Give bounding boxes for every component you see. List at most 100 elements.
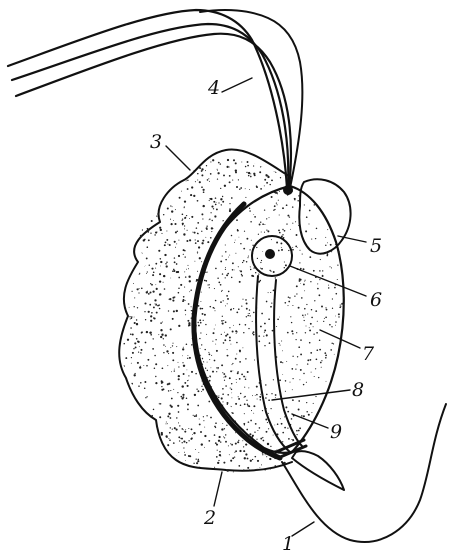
stipple-dot xyxy=(165,334,167,336)
stipple-dot xyxy=(211,386,212,387)
stipple-dot xyxy=(190,407,192,409)
stipple-dot xyxy=(289,287,290,288)
stipple-dot xyxy=(146,257,148,259)
stipple-dot xyxy=(125,432,127,434)
stipple-dot xyxy=(144,463,146,465)
stipple-dot xyxy=(129,418,130,419)
stipple-dot xyxy=(198,246,200,248)
stipple-dot xyxy=(148,311,150,313)
stipple-dot xyxy=(251,240,252,241)
stipple-dot xyxy=(198,155,200,157)
stipple-dot xyxy=(163,275,165,277)
stipple-dot xyxy=(204,277,206,279)
stipple-dot xyxy=(295,368,296,369)
stipple-dot xyxy=(227,355,229,357)
stipple-dot xyxy=(250,460,252,462)
stipple-dot xyxy=(284,230,286,232)
stipple-dot xyxy=(260,467,261,468)
stipple-dot xyxy=(121,403,122,404)
stipple-dot xyxy=(288,301,290,303)
stipple-dot xyxy=(157,305,159,307)
stipple-dot xyxy=(187,188,189,190)
stipple-dot xyxy=(299,453,301,455)
stipple-dot xyxy=(293,221,295,223)
stipple-dot xyxy=(214,313,216,315)
stipple-dot xyxy=(184,431,186,433)
stipple-dot xyxy=(119,240,121,242)
stipple-dot xyxy=(261,260,262,261)
stipple-dot xyxy=(274,154,276,156)
stipple-dot xyxy=(279,363,280,364)
stipple-dot xyxy=(296,434,297,435)
stipple-dot xyxy=(210,417,212,419)
stipple-dot xyxy=(234,456,235,457)
stipple-dot xyxy=(280,249,281,250)
stipple-dot xyxy=(298,258,300,260)
stipple-dot xyxy=(241,374,243,376)
stipple-dot xyxy=(327,229,328,230)
stipple-dot xyxy=(172,300,174,302)
stipple-dot xyxy=(114,307,116,309)
stipple-dot xyxy=(115,362,116,363)
stipple-dot xyxy=(209,181,210,182)
stipple-dot xyxy=(264,185,265,186)
stipple-dot xyxy=(210,173,212,175)
stipple-dot xyxy=(298,400,300,402)
stipple-dot xyxy=(335,316,336,317)
stipple-dot xyxy=(254,207,256,209)
stipple-dot xyxy=(159,293,161,295)
stipple-dot xyxy=(175,209,176,210)
stipple-dot xyxy=(192,277,194,279)
stipple-dot xyxy=(238,266,239,267)
stipple-dot xyxy=(294,298,296,300)
stipple-dot xyxy=(218,440,220,442)
stipple-dot xyxy=(250,145,252,147)
stipple-dot xyxy=(257,258,258,259)
stipple-dot xyxy=(172,345,173,346)
stipple-dot xyxy=(260,369,261,370)
stipple-dot xyxy=(249,249,250,250)
stipple-dot xyxy=(247,257,248,258)
stipple-dot xyxy=(123,169,125,171)
stipple-dot xyxy=(171,210,173,212)
stipple-dot xyxy=(119,446,121,448)
stipple-dot xyxy=(209,359,210,360)
stipple-dot xyxy=(137,441,138,442)
stipple-dot xyxy=(193,469,194,470)
stipple-dot xyxy=(239,356,241,358)
stipple-dot xyxy=(222,393,224,395)
stipple-dot xyxy=(264,329,266,331)
stipple-dot xyxy=(135,346,137,348)
stipple-dot xyxy=(222,372,223,373)
stipple-dot xyxy=(127,339,129,341)
stipple-dot xyxy=(274,150,275,151)
stipple-dot xyxy=(180,469,181,470)
stipple-dot xyxy=(199,209,201,211)
stipple-dot xyxy=(148,194,150,196)
stipple-dot xyxy=(342,260,343,261)
stipple-dot xyxy=(311,441,313,443)
stipple-dot xyxy=(201,264,202,265)
stipple-dot xyxy=(182,355,183,356)
stipple-dot xyxy=(188,428,189,429)
stipple-dot xyxy=(242,299,243,300)
stipple-dot xyxy=(289,297,291,299)
stipple-dot xyxy=(277,314,278,315)
stipple-dot xyxy=(223,329,225,331)
stipple-dot xyxy=(262,379,263,380)
stipple-dot xyxy=(295,337,297,339)
stipple-dot xyxy=(327,438,329,440)
stipple-dot xyxy=(226,274,228,276)
stipple-dot xyxy=(347,327,348,328)
stipple-dot xyxy=(147,246,149,248)
stipple-dot xyxy=(253,165,254,166)
stipple-dot xyxy=(155,232,157,234)
stipple-dot xyxy=(212,422,213,423)
stipple-dot xyxy=(209,354,211,356)
stipple-dot xyxy=(346,258,348,260)
stipple-dot xyxy=(300,339,302,341)
stipple-dot xyxy=(130,333,131,334)
stipple-dot xyxy=(218,395,219,396)
stipple-dot xyxy=(226,369,227,370)
stipple-dot xyxy=(209,220,210,221)
